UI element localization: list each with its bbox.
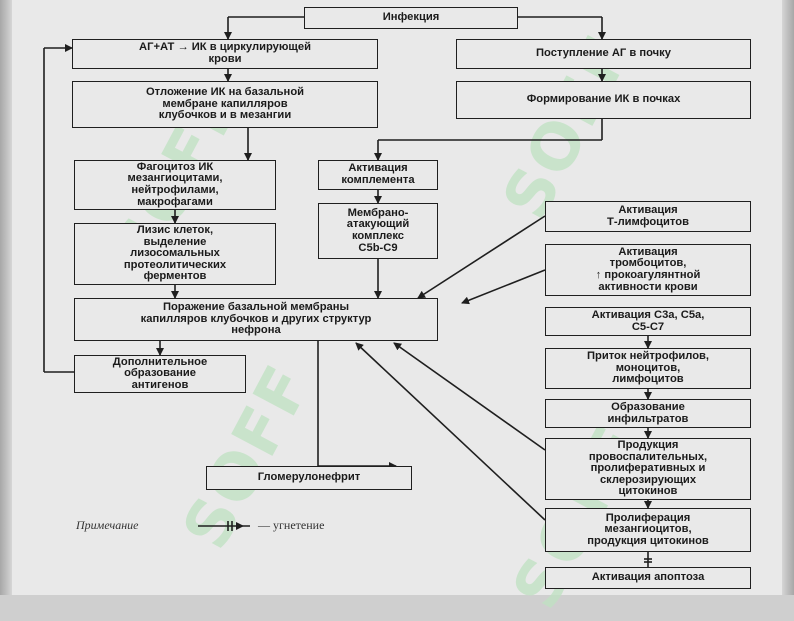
basement-membrane-damage-box: Поражение базальной мембраны капилляров … [74, 298, 438, 341]
cell-influx-box: Приток нейтрофилов, моноцитов, лимфоцито… [545, 348, 751, 389]
infection-box: Инфекция [304, 7, 518, 29]
apoptosis-activation-box: Активация апоптоза [545, 567, 751, 589]
connector-lines [43, 16, 652, 567]
t-lymphocyte-activation-box: Активация Т-лимфоцитов [545, 201, 751, 232]
left-edge-shadow [0, 0, 12, 595]
platelet-activation-box: Активация тромбоцитов, ↑ прокоагулянтной… [545, 244, 751, 296]
complement-activation-box: Активация комплемента [318, 160, 438, 190]
note-text: — угнетение [258, 518, 325, 532]
c3a-c5a-activation-box: Активация С3а, С5а, С5-С7 [545, 307, 751, 336]
note-label: Примечание [76, 518, 139, 532]
cell-lysis-box: Лизис клеток, выделение лизосомальных пр… [74, 223, 276, 285]
glomerulonephritis-box: Гломерулонефрит [206, 466, 412, 490]
phagocytosis-box: Фагоцитоз ИК мезангиоцитами, нейтрофилам… [74, 160, 276, 210]
ik-deposit-box: Отложение ИК на базальной мембране капил… [72, 81, 378, 128]
antigen-kidney-entry-box: Поступление АГ в почку [456, 39, 751, 69]
ik-formation-kidney-box: Формирование ИК в почках [456, 81, 751, 119]
cytokine-production-box: Продукция провоспалительных, пролиферати… [545, 438, 751, 500]
right-edge-shadow [782, 0, 794, 595]
extra-antigen-box: Дополнительное образование антигенов [74, 355, 246, 393]
membrane-attack-complex-box: Мембрано- атакующий комплекс C5b-C9 [318, 203, 438, 259]
mesangiocyte-proliferation-box: Пролиферация мезангиоцитов, продукция ци… [545, 508, 751, 552]
infiltrates-box: Образование инфильтратов [545, 399, 751, 428]
ag-at-immune-complex-box: АГ+АТ → ИК в циркулирующей крови [72, 39, 378, 69]
